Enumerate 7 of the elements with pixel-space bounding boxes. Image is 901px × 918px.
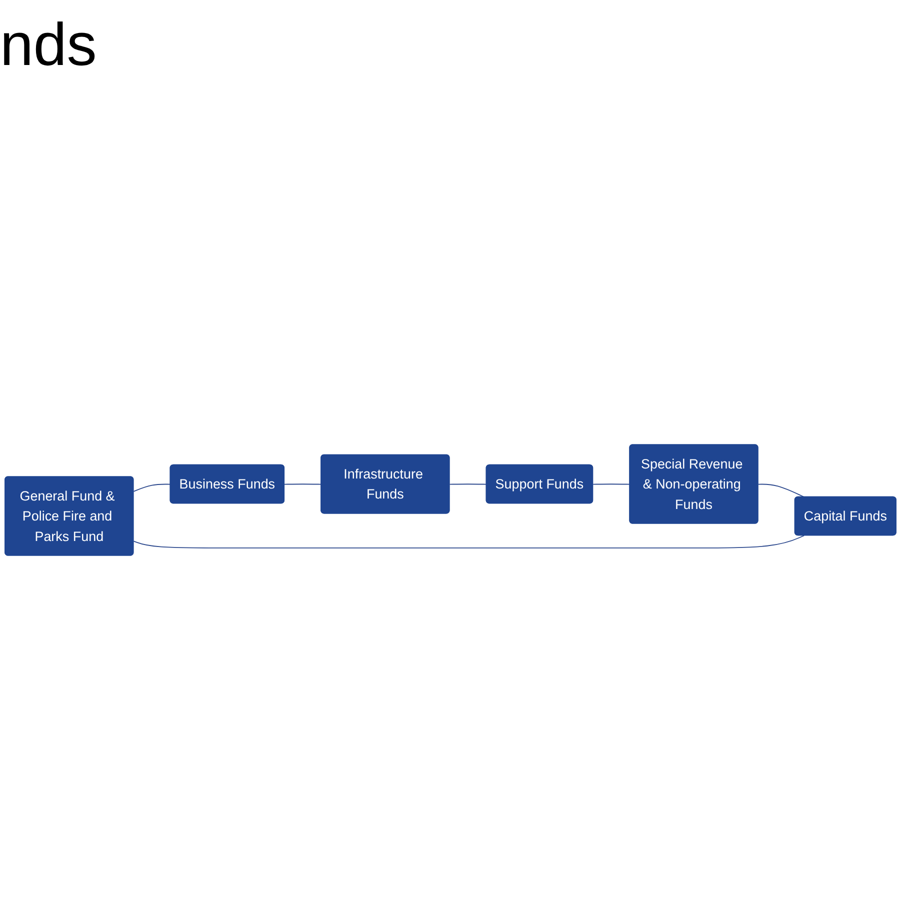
connector (758, 484, 805, 498)
connector (449, 484, 487, 485)
connector (592, 484, 630, 485)
connector (133, 484, 171, 492)
connector (133, 535, 805, 548)
connector (284, 484, 322, 485)
title: nds (0, 10, 97, 79)
